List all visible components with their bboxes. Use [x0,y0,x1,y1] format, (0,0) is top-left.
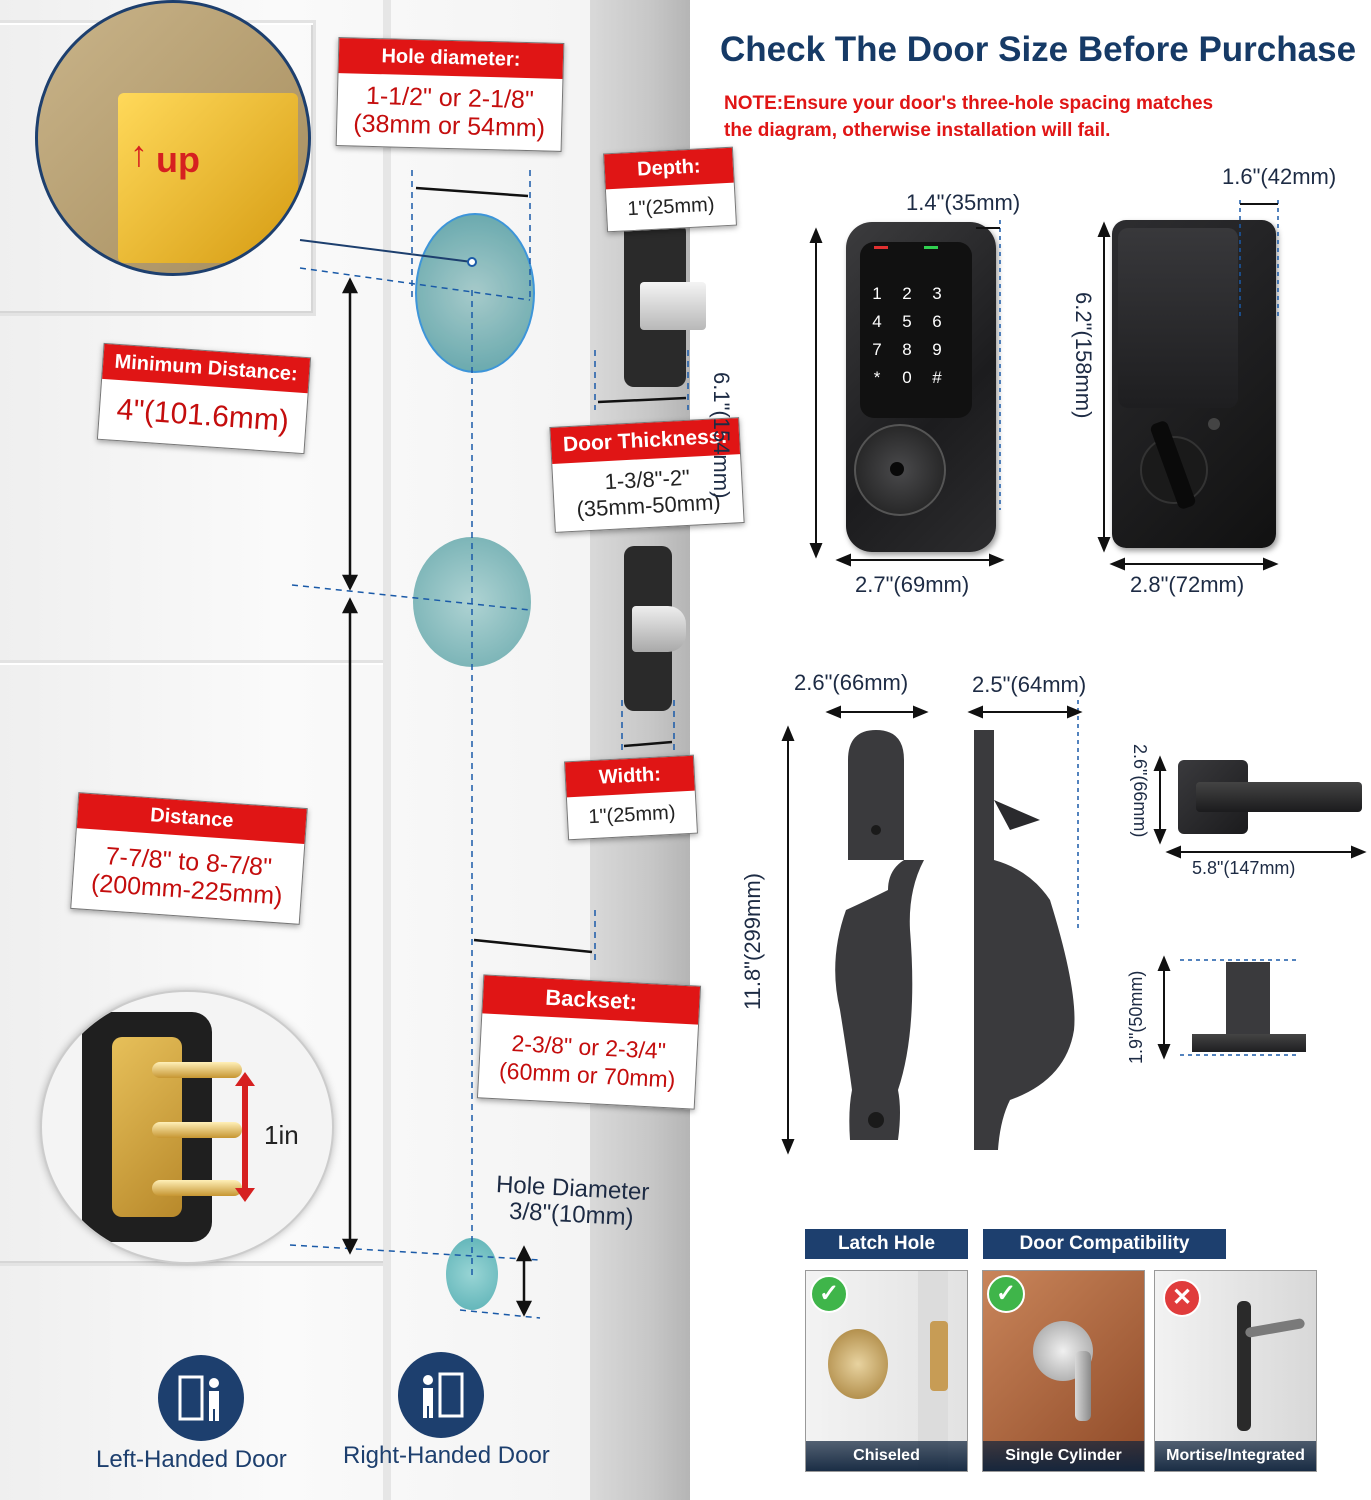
interior-height-dim: 6.2"(158mm) [1071,292,1096,419]
keypad-key[interactable]: 5 [902,312,912,331]
keypad-key[interactable]: 6 [932,312,942,331]
keypad-width-dim: 2.7"(69mm) [855,572,970,597]
lever-height-dim: 2.6"(66mm) [1130,744,1150,838]
pin-middle [152,1122,242,1138]
lever-arm [1196,782,1362,812]
purchase-note: NOTE:Ensure your door's three-hole spaci… [724,90,1213,144]
key-slot-icon [890,462,904,476]
right-handed-door-label: Right-Handed Door [343,1442,550,1469]
keypad-key[interactable]: 9 [932,340,942,359]
door-person-icon [423,1372,464,1418]
keypad-depth-dim: 1.4"(35mm) [906,190,1021,215]
handleset-front [828,730,924,1150]
mortise-caption: Mortise/Integrated [1155,1441,1316,1471]
chiseled-caption: Chiseled [806,1441,967,1471]
single-cylinder-caption: Single Cylinder [983,1441,1144,1471]
pin-spacing-label: 1in [264,1120,299,1150]
door-stile [383,0,391,1500]
reset-button [1208,418,1220,430]
check-icon: ✓ [810,1275,848,1313]
handleset-side [970,730,1080,1150]
left-handed-door-icon [158,1355,244,1441]
keypad-key[interactable]: 4 [872,312,882,331]
right-handed-door-icon [398,1352,484,1438]
battery-cover [1118,228,1238,408]
minimum-distance-tag: Minimum Distance: 4"(101.6mm) [96,342,312,455]
door-person-icon [178,1375,219,1421]
latch-zoom-circle: ↑ up [35,0,311,276]
single-cylinder-photo: ✓ Single Cylinder [982,1270,1145,1472]
pin-spacing-arrow [235,1072,255,1202]
note-line2: the diagram, otherwise installation will… [724,120,1111,141]
page-title: Check The Door Size Before Purchase [720,30,1357,69]
backset-body: 2-3/8" or 2-3/4" (60mm or 70mm) [478,1013,698,1108]
hole-diameter-tag: Hole diameter: 1-1/2" or 2-1/8" (38mm or… [335,37,565,152]
handleset-side-width-dim: 2.5"(64mm) [972,672,1087,697]
keypad-lock-front: 1 2 3 4 5 6 7 8 9 * 0 # [846,222,996,552]
pin-top [152,1062,242,1078]
up-arrow-icon: ↑ [130,133,148,174]
hole-diameter-line2: (38mm or 54mm) [352,109,546,143]
chiseled-hole [828,1329,888,1399]
pin-bottom [152,1180,242,1196]
keypad-key[interactable]: 1 [872,284,882,303]
door-compatibility-header: Door Compatibility [983,1229,1226,1259]
check-icon: ✓ [987,1275,1025,1313]
status-led-green [924,246,938,249]
chiseled-photo: ✓ Chiseled [805,1270,968,1472]
latch-plate-gold [118,93,298,263]
keypad-height-dim: 6.1"(154mm) [709,372,734,499]
chiseled-plate [930,1321,948,1391]
keypad-key[interactable]: 2 [902,284,912,303]
hole-diameter-heading: Hole diameter: [338,38,564,79]
hole-diameter-body: 1-1/2" or 2-1/8" (38mm or 54mm) [337,73,563,151]
interior-lock-unit [1112,220,1276,548]
small-hole-label: Hole Diameter 3/8"(10mm) [481,1171,663,1232]
status-led-red [874,246,888,249]
keypad-key[interactable]: # [932,368,942,387]
width-value: 1"(25mm) [587,801,676,829]
interior-width-dim: 2.8"(72mm) [1130,572,1245,597]
lever-spindle [1226,962,1270,1040]
keypad-key[interactable]: * [873,368,881,387]
door-guide-lines [289,170,689,1319]
note-line1: NOTE:Ensure your door's three-hole spaci… [724,93,1214,114]
handleset-height-dim: 11.8"(299mm) [740,872,765,1010]
latch-bolt [632,606,686,652]
left-handed-door-label: Left-Handed Door [96,1446,287,1473]
mortise-lever [1244,1317,1306,1339]
mortise-plate [1237,1301,1251,1431]
handleset-width-dim: 2.6"(66mm) [794,670,909,695]
keypad-key[interactable]: 0 [902,368,912,387]
mortise-photo: ✕ Mortise/Integrated [1154,1270,1317,1472]
key [1075,1351,1091,1421]
lever-length-dim: 5.8"(147mm) [1192,858,1296,878]
deadbolt-bolt [640,282,706,330]
latch-hole-header: Latch Hole [805,1229,968,1259]
cross-icon: ✕ [1163,1279,1201,1317]
width-tag: Width: 1"(25mm) [564,754,698,841]
up-label: up [156,139,200,180]
lever-spindle-dim: 1.9"(50mm) [1126,970,1146,1064]
distance-body: 7-7/8" to 8-7/8" (200mm-225mm) [71,828,304,924]
keypad-panel [860,242,972,418]
keypad-key[interactable]: 7 [872,340,882,359]
keypad-key[interactable]: 3 [932,284,942,303]
pins-zoom-circle: 1in [40,990,334,1264]
product-dimension-lines [781,200,1367,1155]
distance-tag: Distance 7-7/8" to 8-7/8" (200mm-225mm) [70,792,308,925]
backset-tag: Backset: 2-3/8" or 2-3/4" (60mm or 70mm) [476,974,702,1110]
interior-depth-dim: 1.6"(42mm) [1222,164,1337,189]
lever-base [1192,1034,1306,1052]
keypad-key[interactable]: 8 [902,340,912,359]
